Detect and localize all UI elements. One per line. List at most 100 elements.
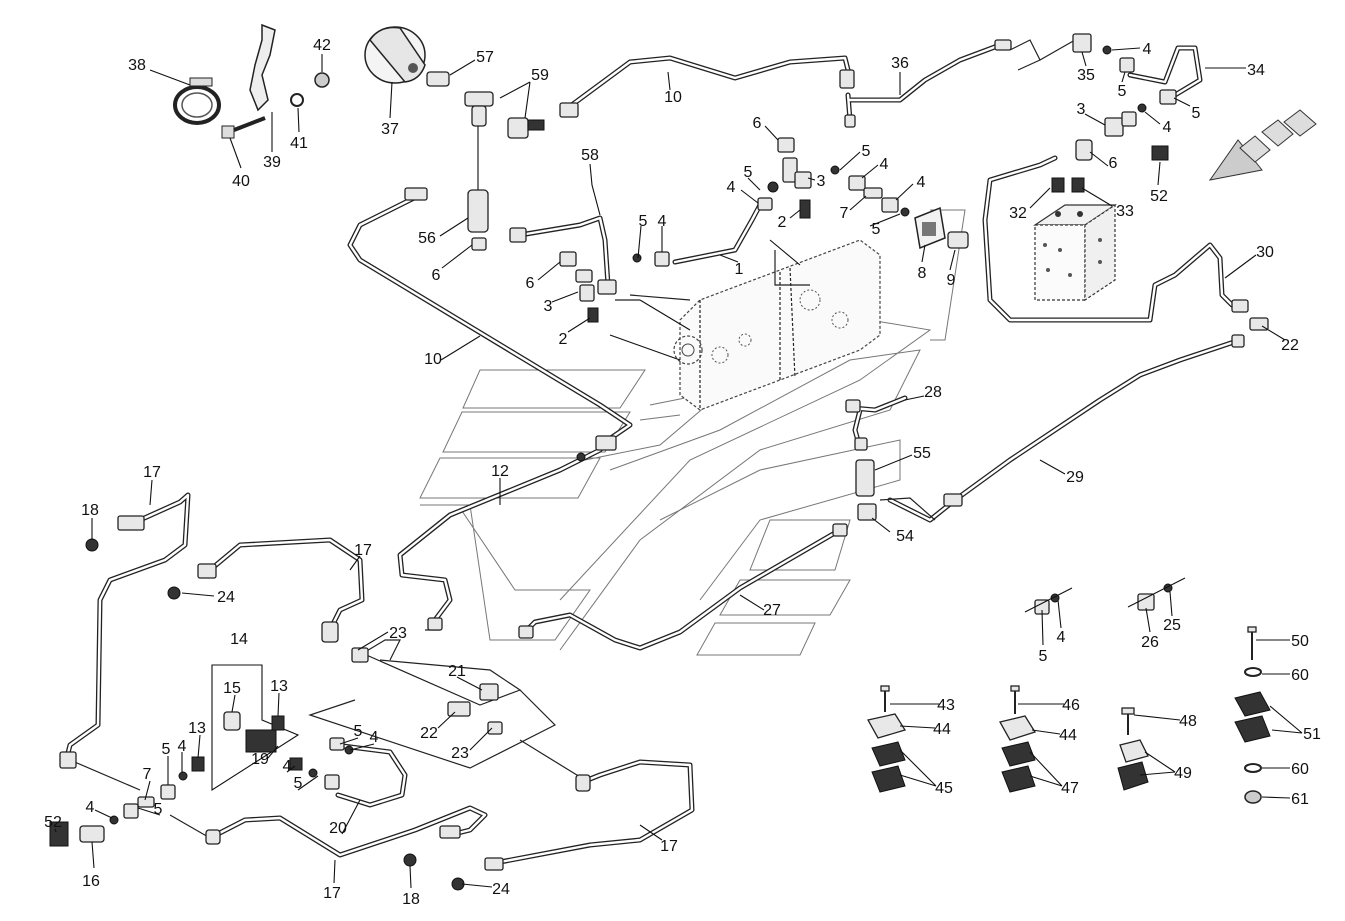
callout-17: 17 xyxy=(660,838,678,855)
callout-16: 16 xyxy=(82,873,100,890)
callout-7: 7 xyxy=(840,205,849,222)
callout-6: 6 xyxy=(1109,155,1118,172)
control-valve-block xyxy=(1033,203,1117,302)
callout-58: 58 xyxy=(581,147,599,164)
nut-18-icon xyxy=(85,538,99,552)
callout-52: 52 xyxy=(1150,188,1168,205)
callout-32: 32 xyxy=(1009,205,1027,222)
callout-60: 60 xyxy=(1291,761,1309,778)
callout-6: 6 xyxy=(753,115,762,132)
callout-9: 9 xyxy=(947,272,956,289)
callout-17: 17 xyxy=(354,542,372,559)
callout-38: 38 xyxy=(128,57,146,74)
callout-47: 47 xyxy=(1061,780,1079,797)
callout-26: 26 xyxy=(1141,634,1159,651)
callout-35: 35 xyxy=(1077,67,1095,84)
callout-5: 5 xyxy=(162,741,171,758)
callout-61: 61 xyxy=(1291,791,1309,808)
callout-5: 5 xyxy=(744,164,753,181)
callout-55: 55 xyxy=(913,445,931,462)
direction-arrow-icon xyxy=(1208,109,1317,181)
callout-42: 42 xyxy=(313,37,331,54)
callout-4: 4 xyxy=(917,174,926,191)
callout-4: 4 xyxy=(1057,629,1066,646)
callout-19: 19 xyxy=(251,751,269,768)
callout-13: 13 xyxy=(188,720,206,737)
callout-21: 21 xyxy=(448,663,466,680)
callout-50: 50 xyxy=(1291,633,1309,650)
pipes xyxy=(62,42,1243,865)
callout-4: 4 xyxy=(727,179,736,196)
nut-42-icon xyxy=(314,72,330,88)
nut-18b-icon xyxy=(403,853,417,867)
connection-lines xyxy=(69,39,1076,839)
callout-23: 23 xyxy=(389,625,407,642)
callout-37: 37 xyxy=(381,121,399,138)
callout-56: 56 xyxy=(418,230,436,247)
callout-5: 5 xyxy=(354,723,363,740)
callout-3: 3 xyxy=(817,173,826,190)
callout-33: 33 xyxy=(1116,203,1134,220)
callout-22: 22 xyxy=(420,725,438,742)
callout-34: 34 xyxy=(1247,62,1265,79)
hydraulic-pump-assembly xyxy=(609,239,881,411)
callout-60: 60 xyxy=(1291,667,1309,684)
callout-18: 18 xyxy=(81,502,99,519)
washer-41-icon xyxy=(290,93,304,107)
callout-4: 4 xyxy=(86,799,95,816)
clamp-assemblies xyxy=(867,626,1271,804)
filter-55-icon xyxy=(855,459,875,497)
callout-10: 10 xyxy=(424,351,442,368)
callout-3: 3 xyxy=(544,298,553,315)
callout-18: 18 xyxy=(402,891,420,908)
callout-30: 30 xyxy=(1256,244,1274,261)
filter-37-icon xyxy=(364,26,426,84)
callout-40: 40 xyxy=(232,173,250,190)
valve-15-icon xyxy=(223,711,241,731)
callout-28: 28 xyxy=(924,384,942,401)
callout-45: 45 xyxy=(935,780,953,797)
block-19-icon xyxy=(245,729,277,753)
callout-6: 6 xyxy=(432,267,441,284)
callout-6: 6 xyxy=(526,275,535,292)
callout-24: 24 xyxy=(217,589,235,606)
callout-48: 48 xyxy=(1179,713,1197,730)
callout-5: 5 xyxy=(639,213,648,230)
callout-3: 3 xyxy=(1077,101,1086,118)
callout-13: 13 xyxy=(270,678,288,695)
bolt-40-icon xyxy=(221,116,266,139)
callout-12: 12 xyxy=(491,463,509,480)
callout-41: 41 xyxy=(290,135,308,152)
callout-14: 14 xyxy=(230,631,248,648)
callout-23: 23 xyxy=(451,745,469,762)
callout-17: 17 xyxy=(143,464,161,481)
callout-17: 17 xyxy=(323,885,341,902)
callout-4: 4 xyxy=(880,156,889,173)
callout-24: 24 xyxy=(492,881,510,898)
callout-1: 1 xyxy=(735,261,744,278)
callout-22: 22 xyxy=(1281,337,1299,354)
callout-49: 49 xyxy=(1174,765,1192,782)
callout-4: 4 xyxy=(1143,41,1152,58)
callout-44: 44 xyxy=(933,721,951,738)
tee-16-icon xyxy=(79,825,105,843)
callout-2: 2 xyxy=(778,214,787,231)
callout-5: 5 xyxy=(294,775,303,792)
callout-4: 4 xyxy=(658,213,667,230)
callout-36: 36 xyxy=(891,55,909,72)
callout-27: 27 xyxy=(763,602,781,619)
callout-5: 5 xyxy=(1118,83,1127,100)
callout-7: 7 xyxy=(143,766,152,783)
fitting-57-icon xyxy=(426,71,450,87)
callout-59: 59 xyxy=(531,67,549,84)
callout-25: 25 xyxy=(1163,617,1181,634)
callout-5: 5 xyxy=(862,143,871,160)
leader-lines xyxy=(54,47,1303,889)
filter-56-icon xyxy=(467,189,489,233)
callout-5: 5 xyxy=(1192,105,1201,122)
sensor-9-icon xyxy=(947,231,969,249)
callout-10: 10 xyxy=(664,89,682,106)
callout-5: 5 xyxy=(872,221,881,238)
clamp-38-icon xyxy=(173,77,221,125)
